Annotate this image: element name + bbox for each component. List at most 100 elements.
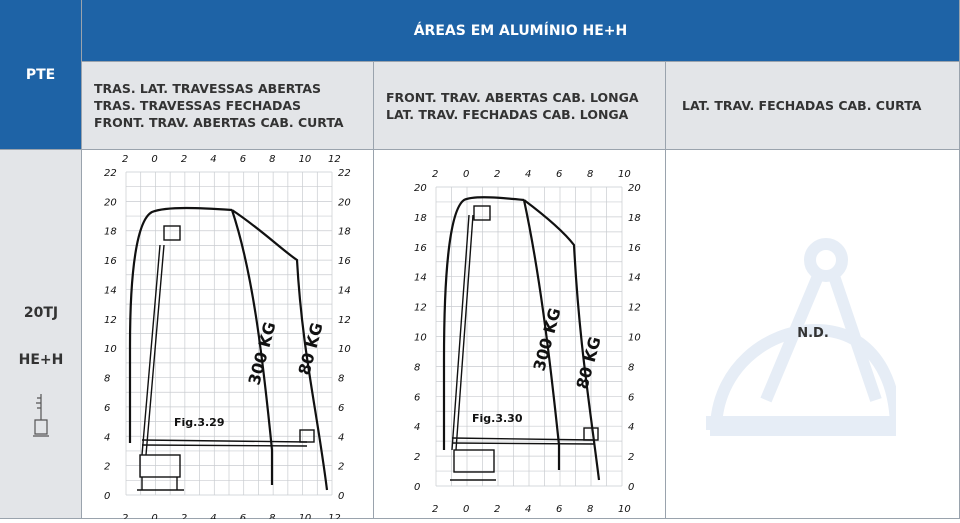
load-label-80-2: 80 KG: [573, 335, 605, 391]
load-label-300-2: 300 KG: [530, 306, 565, 373]
drafting-tools-icon: [706, 238, 896, 436]
y-tick-left: 10: [414, 333, 427, 344]
y-tick-right: 4: [338, 432, 344, 443]
x-tick-bottom: 6: [556, 504, 562, 515]
y-tick-left: 14: [414, 273, 427, 284]
y-tick-left: 8: [414, 362, 420, 373]
diagram-cell-3: N.D.: [666, 150, 960, 519]
y-tick-right: 8: [338, 374, 344, 385]
x-tick-bottom: 6: [240, 513, 246, 519]
y-tick-left: 22: [104, 168, 117, 179]
y-tick-right: 12: [628, 303, 641, 314]
y-tick-right: 18: [628, 213, 641, 224]
column-header-2: FRONT. TRAV. ABERTAS CAB. LONGA LAT. TRA…: [374, 62, 666, 150]
y-tick-right: 22: [338, 168, 351, 179]
diagram-1-envelope: [128, 206, 329, 491]
column-2-line-1: FRONT. TRAV. ABERTAS CAB. LONGA: [386, 89, 639, 105]
load-label-80-1: 80 KG: [295, 321, 327, 377]
y-tick-right: 6: [338, 403, 344, 414]
x-tick-bottom: 10: [618, 504, 631, 515]
x-tick-bottom: 0: [463, 504, 469, 515]
y-tick-left: 6: [414, 392, 420, 403]
y-tick-left: 0: [414, 482, 420, 493]
y-tick-right: 4: [628, 422, 634, 433]
y-tick-left: 18: [414, 213, 427, 224]
areas-title: ÁREAS EM ALUMÍNIO HE+H: [413, 22, 628, 39]
y-tick-left: 20: [104, 197, 117, 208]
load-label-300-1: 300 KG: [245, 320, 280, 387]
diagram-2-envelope: [442, 196, 601, 481]
areas-header: ÁREAS EM ALUMÍNIO HE+H: [82, 0, 960, 62]
x-tick-bottom: 10: [299, 513, 312, 519]
tracked-base-icon: [33, 394, 49, 437]
x-tick-top: 8: [269, 154, 275, 165]
y-tick-left: 4: [414, 422, 420, 433]
y-tick-right: 6: [628, 392, 634, 403]
x-tick-top: 10: [618, 169, 631, 180]
column-header-1: TRAS. LAT. TRAVESSAS ABERTAS TRAS. TRAVE…: [82, 62, 374, 150]
y-tick-right: 2: [338, 462, 344, 473]
x-tick-bottom: 2: [181, 513, 187, 519]
model-name: 20TJ: [23, 305, 59, 321]
y-tick-right: 12: [338, 315, 351, 326]
y-tick-right: 20: [628, 183, 641, 194]
model-cell: 20TJ HE+H: [0, 150, 82, 519]
x-tick-bottom: 4: [210, 513, 216, 519]
model-variant: HE+H: [18, 352, 64, 368]
x-tick-top: 2: [181, 154, 187, 165]
machine-drawing-1: [137, 225, 315, 491]
y-tick-left: 8: [104, 374, 110, 385]
y-tick-left: 2: [414, 452, 420, 463]
y-tick-left: 14: [104, 285, 117, 296]
x-tick-top: 6: [240, 154, 246, 165]
y-tick-left: 12: [104, 315, 117, 326]
x-tick-bottom: 0: [151, 513, 157, 519]
y-tick-right: 10: [628, 333, 641, 344]
y-tick-left: 16: [414, 243, 427, 254]
x-tick-bottom: 2: [494, 504, 500, 515]
y-tick-left: 2: [104, 462, 110, 473]
y-tick-left: 0: [104, 491, 110, 502]
y-tick-left: 10: [104, 344, 117, 355]
y-tick-right: 8: [628, 362, 634, 373]
x-tick-bottom: 8: [269, 513, 275, 519]
x-tick-top: 0: [463, 169, 469, 180]
y-tick-left: 18: [104, 227, 117, 238]
x-tick-top: 2: [432, 169, 438, 180]
y-tick-right: 18: [338, 227, 351, 238]
y-tick-right: 14: [338, 285, 351, 296]
machine-drawing-2: [450, 205, 599, 481]
x-tick-top: 4: [525, 169, 531, 180]
column-1-line-1: TRAS. LAT. TRAVESSAS ABERTAS: [94, 81, 322, 96]
y-tick-left: 4: [104, 432, 110, 443]
y-tick-left: 20: [414, 183, 427, 194]
x-tick-top: 10: [299, 154, 312, 165]
y-tick-left: 6: [104, 403, 110, 414]
figure-label-1: Fig.3.29: [174, 416, 224, 429]
figure-label-2: Fig.3.30: [472, 412, 523, 425]
x-tick-top: 2: [122, 154, 128, 165]
x-tick-bottom: 12: [328, 513, 341, 519]
x-tick-top: 0: [151, 154, 157, 165]
column-1-line-3: FRONT. TRAV. ABERTAS CAB. CURTA: [94, 115, 344, 130]
column-header-3: LAT. TRAV. FECHADAS CAB. CURTA: [666, 62, 960, 150]
x-tick-bottom: 4: [525, 504, 531, 515]
column-2-line-2: LAT. TRAV. FECHADAS CAB. LONGA: [386, 106, 629, 122]
y-tick-left: 16: [104, 256, 117, 267]
x-tick-top: 2: [494, 169, 500, 180]
y-tick-right: 16: [628, 243, 641, 254]
x-tick-top: 4: [210, 154, 216, 165]
not-available-label: N.D.: [797, 326, 829, 341]
x-tick-bottom: 2: [432, 504, 438, 515]
column-1-line-2: TRAS. TRAVESSAS FECHADAS: [94, 98, 302, 113]
column-3-line-1: LAT. TRAV. FECHADAS CAB. CURTA: [682, 98, 922, 113]
pte-header: PTE: [0, 0, 82, 150]
y-tick-left: 12: [414, 303, 427, 314]
